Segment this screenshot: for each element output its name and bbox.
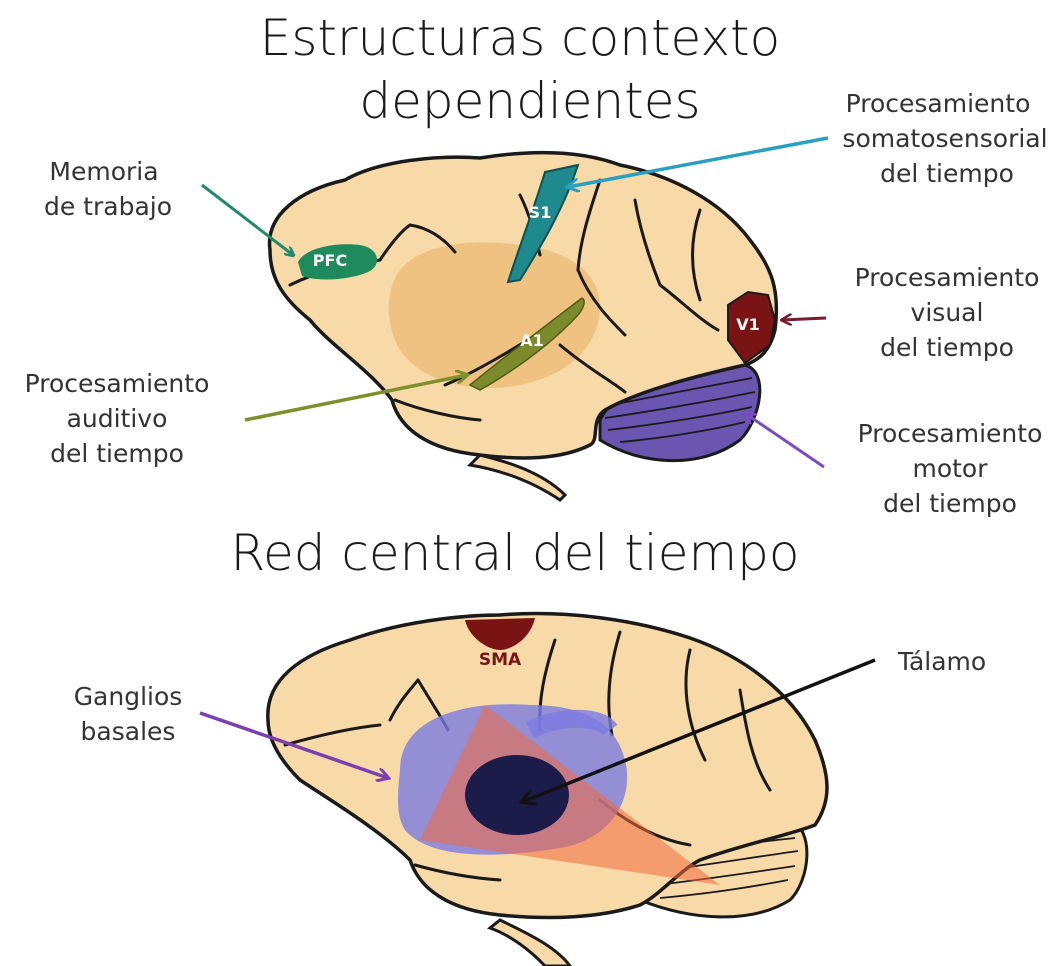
top-title-line1: Estructuras contexto — [260, 9, 780, 67]
a1-label: A1 — [520, 331, 544, 350]
bottom-title: Red central del tiempo — [231, 524, 800, 582]
label-motor-line2: motor — [912, 454, 988, 483]
label-visual-line2: visual — [911, 298, 984, 327]
label-talamo: Tálamo — [897, 647, 986, 676]
label-auditivo: Procesamiento auditivo del tiempo — [25, 369, 210, 468]
label-memoria-line2: de trabajo — [44, 192, 172, 221]
label-somato-line1: Procesamiento — [846, 89, 1031, 118]
label-auditivo-line2: auditivo — [67, 404, 168, 433]
label-visual: Procesamiento visual del tiempo — [855, 263, 1040, 362]
s1-label: S1 — [529, 203, 552, 222]
label-somato-line2: somatosensorial — [842, 124, 1047, 153]
bottom-brain: SMA — [268, 614, 827, 966]
label-somato: Procesamiento somatosensorial del tiempo — [842, 89, 1047, 188]
label-motor-line1: Procesamiento — [858, 419, 1043, 448]
label-memoria: Memoria de trabajo — [44, 157, 172, 221]
sma-label: SMA — [479, 650, 522, 670]
label-visual-line3: del tiempo — [880, 333, 1014, 362]
label-auditivo-line1: Procesamiento — [25, 369, 210, 398]
thalamus — [465, 755, 569, 835]
label-somato-line3: del tiempo — [880, 159, 1014, 188]
top-brain: S1 PFC A1 V1 — [270, 153, 777, 500]
top-title-line2: dependientes — [359, 72, 700, 130]
label-ganglios-line2: basales — [81, 717, 176, 746]
label-ganglios: Ganglios basales — [74, 682, 183, 746]
top-brainstem — [470, 455, 565, 500]
arrow-motor — [746, 414, 824, 467]
label-visual-line1: Procesamiento — [855, 263, 1040, 292]
arrow-visual — [782, 318, 826, 320]
bottom-brainstem — [490, 920, 570, 966]
label-ganglios-line1: Ganglios — [74, 682, 183, 711]
label-motor: Procesamiento motor del tiempo — [858, 419, 1043, 518]
label-motor-line3: del tiempo — [883, 489, 1017, 518]
label-memoria-line1: Memoria — [49, 157, 158, 186]
pfc-label: PFC — [313, 251, 347, 270]
v1-label: V1 — [736, 315, 760, 334]
label-auditivo-line3: del tiempo — [50, 439, 184, 468]
